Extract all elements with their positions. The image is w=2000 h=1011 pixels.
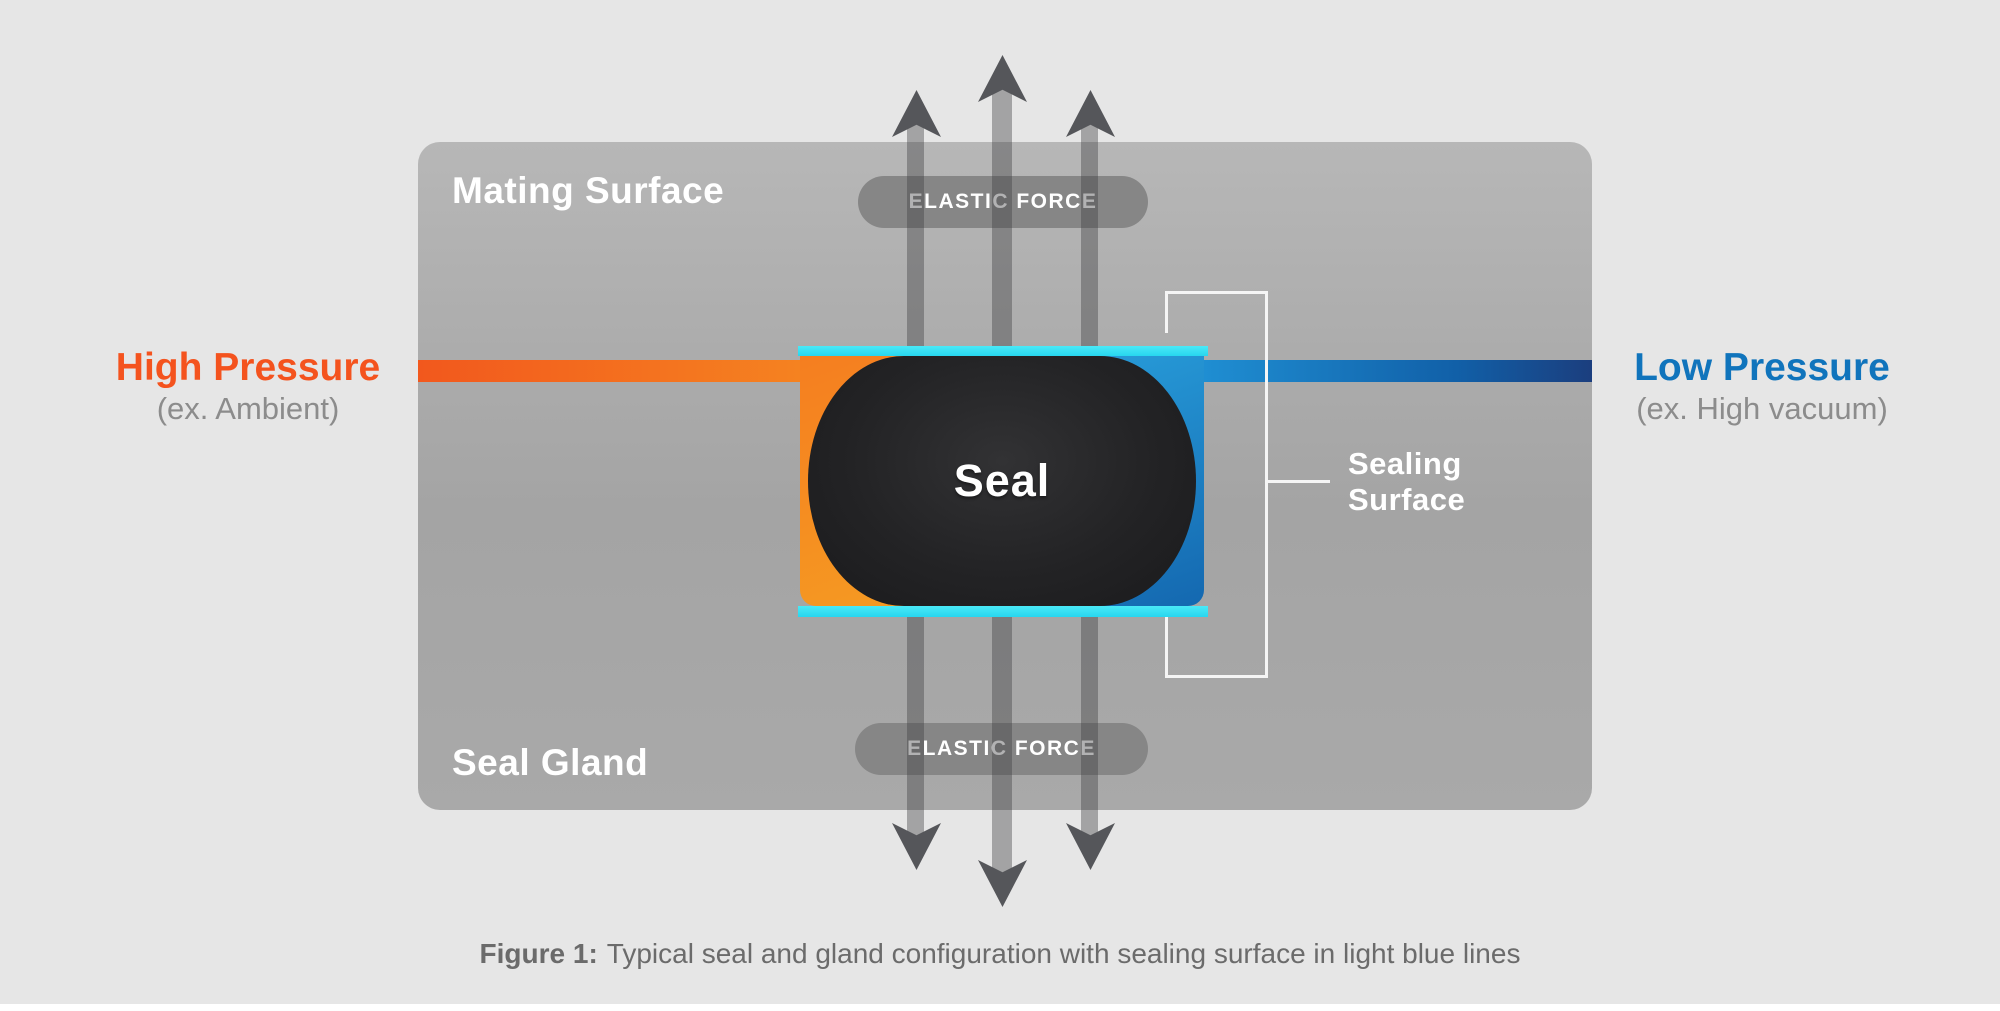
sealing-surface-bracket <box>1165 617 1168 678</box>
up-arrow-shaft-center <box>992 87 1012 348</box>
sealing-surface-bracket <box>1265 480 1330 483</box>
seal-body: Seal <box>808 356 1196 606</box>
up-arrow-shaft-right <box>1081 121 1098 348</box>
elastic-force-badge-bottom: ELASTIC FORCE <box>855 723 1148 775</box>
low-pressure-title: Low Pressure <box>1634 346 1890 389</box>
sealing-surface-line2: Surface <box>1348 482 1466 517</box>
sealing-surface-line1: Sealing <box>1348 446 1462 481</box>
sealing-surface-bracket <box>1265 291 1268 678</box>
elastic-force-label-bottom: ELASTIC FORCE <box>907 737 1096 760</box>
high-pressure-label-group: High Pressure (ex. Ambient) <box>48 347 448 426</box>
mating-surface-label: Mating Surface <box>452 170 725 211</box>
down-arrow-shaft-center <box>992 614 1012 877</box>
elastic-force-badge-top: ELASTIC FORCE <box>858 176 1148 228</box>
seal-gland-label: Seal Gland <box>452 742 649 783</box>
high-pressure-title: High Pressure <box>115 346 381 389</box>
bottom-white-strip <box>0 1004 2000 1011</box>
sealing-surface-label: Sealing Surface <box>1348 446 1465 518</box>
low-pressure-subtitle: (ex. High vacuum) <box>1636 391 1888 426</box>
figure-caption-label: Figure 1: <box>479 938 598 969</box>
sealing-surface-bracket <box>1165 291 1268 294</box>
sealing-surface-strip-bottom <box>798 606 1208 617</box>
seal-label: Seal <box>953 455 1051 506</box>
down-arrow-shaft-right <box>1081 614 1098 840</box>
low-pressure-label-group: Low Pressure (ex. High vacuum) <box>1592 347 1932 426</box>
down-arrow-shaft-left <box>907 614 924 840</box>
low-pressure-bar <box>1204 360 1592 382</box>
high-pressure-bar <box>418 360 800 382</box>
elastic-force-label-top: ELASTIC FORCE <box>908 190 1098 213</box>
sealing-surface-strip-top <box>798 346 1208 356</box>
sealing-surface-bracket <box>1165 291 1168 333</box>
figure-caption: Figure 1: Typical seal and gland configur… <box>0 938 2000 970</box>
high-pressure-subtitle: (ex. Ambient) <box>156 391 340 426</box>
sealing-surface-bracket <box>1165 675 1268 678</box>
figure-caption-text: Typical seal and gland configuration wit… <box>606 938 1521 969</box>
up-arrow-shaft-left <box>907 121 924 348</box>
